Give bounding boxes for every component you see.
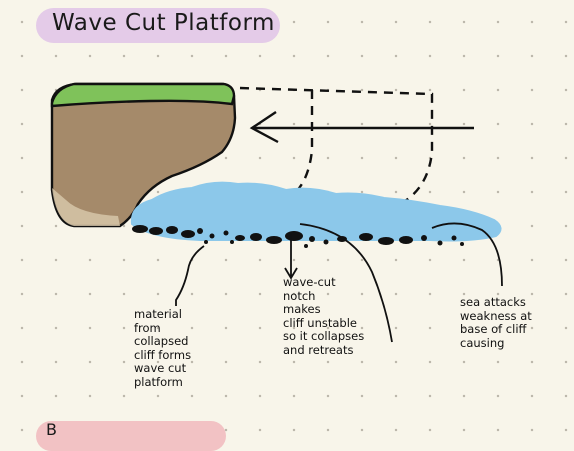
- page-title: Wave Cut Platform: [52, 10, 275, 36]
- material-label: material from collapsed cliff forms wave…: [134, 307, 192, 389]
- wave-cut-diagram: [50, 82, 503, 343]
- retreat-arrow-head: [249, 111, 279, 144]
- title-highlight: [36, 8, 280, 43]
- sea-attacks-label: sea attacks weakness at base of cliff ca…: [460, 295, 532, 350]
- sea-pointer: [431, 222, 503, 287]
- next-heading-highlight: [36, 421, 226, 451]
- material-pointer: [175, 245, 205, 306]
- sea: [130, 181, 502, 242]
- notch-arrow: [284, 234, 298, 280]
- notch-pointer: [299, 223, 393, 343]
- wave-cut-notch-label: wave-cut notch makes cliff unstable so i…: [283, 275, 365, 357]
- grass: [50, 82, 236, 108]
- cliff-shadow: [52, 188, 120, 226]
- platform-rocks: [132, 225, 464, 248]
